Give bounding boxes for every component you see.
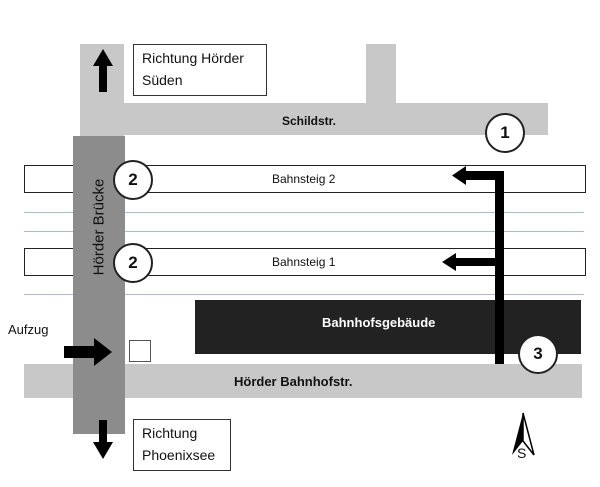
marker-3: 3 — [518, 334, 558, 374]
marker-2-bottom: 2 — [113, 243, 153, 283]
station-building-label: Bahnhofsgebäude — [322, 315, 436, 330]
direction-north-line2: Süden — [142, 72, 183, 88]
south-arrow-icon — [93, 420, 113, 459]
track-line — [24, 294, 584, 295]
schildstrasse-side-road — [366, 44, 396, 112]
north-arrow-icon — [93, 49, 113, 92]
station-building — [195, 300, 581, 354]
track-line — [24, 212, 584, 213]
marker-1: 1 — [485, 113, 525, 153]
compass-icon — [512, 412, 535, 456]
platform-2-label: Bahnsteig 2 — [272, 172, 336, 186]
platform-1-label: Bahnsteig 1 — [272, 255, 336, 269]
compass-label: S — [517, 445, 527, 461]
schildstrasse-road — [80, 103, 548, 135]
direction-north-box: Richtung Hörder Süden — [133, 44, 267, 96]
bahnhofstrasse-label: Hörder Bahnhofstr. — [234, 374, 353, 389]
elevator-arrow-icon — [64, 338, 112, 366]
track-line — [24, 231, 584, 232]
direction-north-line1: Richtung Hörder — [142, 50, 244, 66]
direction-south-line2: Phoenixsee — [142, 447, 216, 463]
schildstrasse-label: Schildstr. — [282, 114, 337, 128]
marker-2-top: 2 — [113, 160, 153, 200]
direction-south-box: Richtung Phoenixsee — [133, 419, 231, 471]
elevator-box — [129, 340, 151, 362]
direction-south-line1: Richtung — [142, 425, 198, 441]
elevator-label: Aufzug — [8, 322, 49, 337]
route-line — [442, 166, 504, 364]
